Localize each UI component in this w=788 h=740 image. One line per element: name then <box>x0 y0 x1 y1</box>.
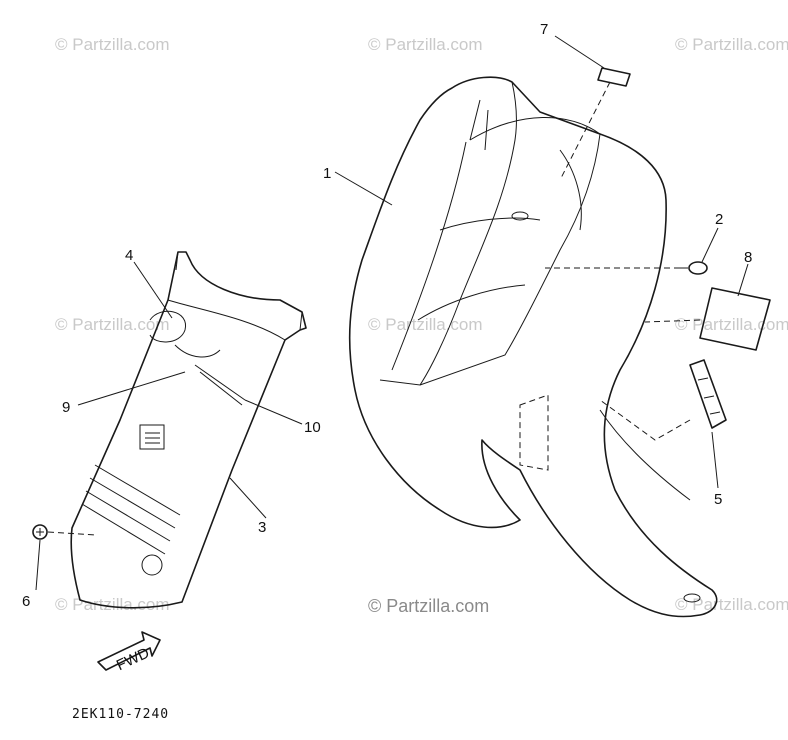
watermark: © Partzilla.com <box>55 35 170 54</box>
watermark: © Partzilla.com <box>675 35 788 54</box>
callout-8: 8 <box>744 249 752 266</box>
bracket-part <box>689 359 727 429</box>
callout-1: 1 <box>323 165 331 182</box>
callout-10: 10 <box>304 419 321 436</box>
watermark: © Partzilla.com <box>368 315 483 334</box>
leader-lines <box>35 35 749 591</box>
label-part <box>699 287 771 351</box>
screw-part <box>32 524 48 540</box>
leg-shield-part <box>348 76 718 618</box>
part-number: 2EK110-7240 <box>72 707 169 722</box>
callout-9: 9 <box>62 399 70 416</box>
forward-arrow-label: FWD <box>114 644 152 674</box>
connection-lines <box>47 81 701 536</box>
callout-5: 5 <box>714 491 722 508</box>
callout-2: 2 <box>715 211 723 228</box>
callouts: 1 2 3 4 5 6 7 8 9 10 <box>22 21 752 610</box>
callout-7: 7 <box>540 21 548 38</box>
watermark-layer: © Partzilla.com © Partzilla.com © Partzi… <box>55 35 788 614</box>
watermark: © Partzilla.com <box>675 315 788 334</box>
clip-part <box>680 261 708 275</box>
watermark: © Partzilla.com <box>55 315 170 334</box>
callout-4: 4 <box>125 247 133 264</box>
watermark: © Partzilla.com <box>55 595 170 614</box>
watermark: © Partzilla.com <box>675 595 788 614</box>
watermark-main: © Partzilla.com <box>368 596 489 616</box>
callout-6: 6 <box>22 593 30 610</box>
plate-part <box>597 67 631 87</box>
watermark: © Partzilla.com <box>368 35 483 54</box>
callout-3: 3 <box>258 519 266 536</box>
forward-arrow-icon: FWD <box>97 631 161 674</box>
front-cover-part <box>70 251 307 609</box>
